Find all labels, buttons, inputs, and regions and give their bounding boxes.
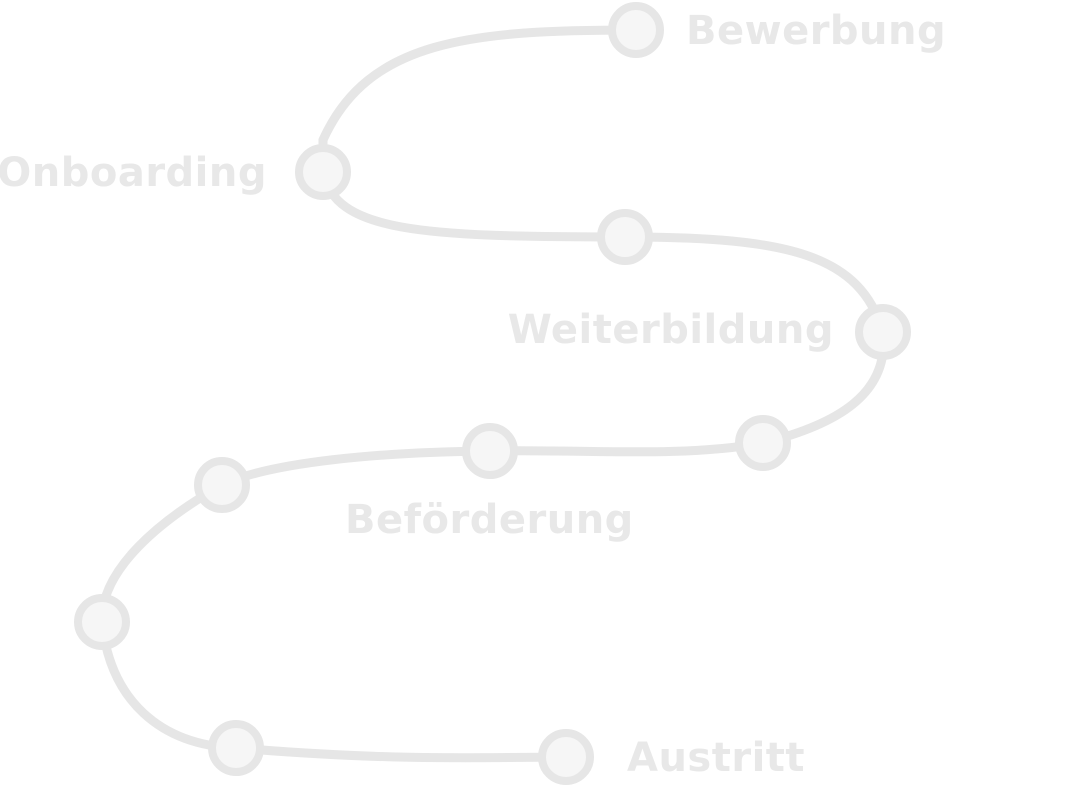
node-before-curve-circle <box>194 457 250 513</box>
stage-label-weiterbildung: Weiterbildung <box>507 307 834 353</box>
path-nodes-group <box>74 2 911 785</box>
stage-label-austritt: Austritt <box>627 735 806 781</box>
node-bewerbung-circle <box>608 2 664 58</box>
node-onboarding-circle <box>295 144 351 200</box>
node-austritt-circle <box>538 729 594 785</box>
node-bottom-left-circle <box>208 720 264 776</box>
node-weiterbildung-circle <box>855 304 911 360</box>
node-befoerderung-circle <box>462 423 518 479</box>
node-after-onboarding-circle <box>597 209 653 265</box>
node-left-curve-circle <box>74 594 130 650</box>
node-after-weiterbildung-circle <box>735 415 791 471</box>
winding-path-line <box>97 25 889 763</box>
stage-label-onboarding: Onboarding <box>0 150 267 196</box>
stage-label-befoerderung: Beförderung <box>345 497 634 543</box>
stage-label-bewerbung: Bewerbung <box>686 8 947 54</box>
